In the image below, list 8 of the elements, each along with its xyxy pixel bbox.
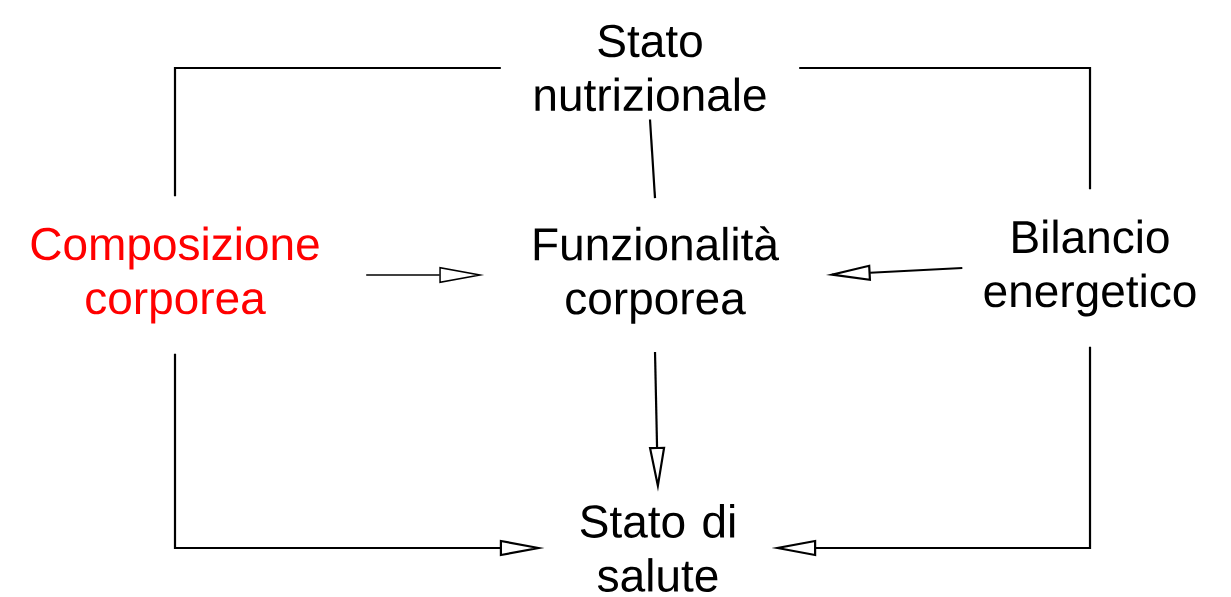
connector-line <box>799 66 1092 190</box>
node-label: Funzionalità corporea <box>534 226 779 324</box>
node-label: Bilancio energetico <box>984 219 1196 317</box>
node-label: Stato di salute <box>580 504 735 592</box>
node-label: Composizione corporea <box>31 226 319 324</box>
connector-line <box>648 119 657 199</box>
node-label: Stato nutrizionale <box>535 24 766 112</box>
connector-line <box>173 66 501 197</box>
